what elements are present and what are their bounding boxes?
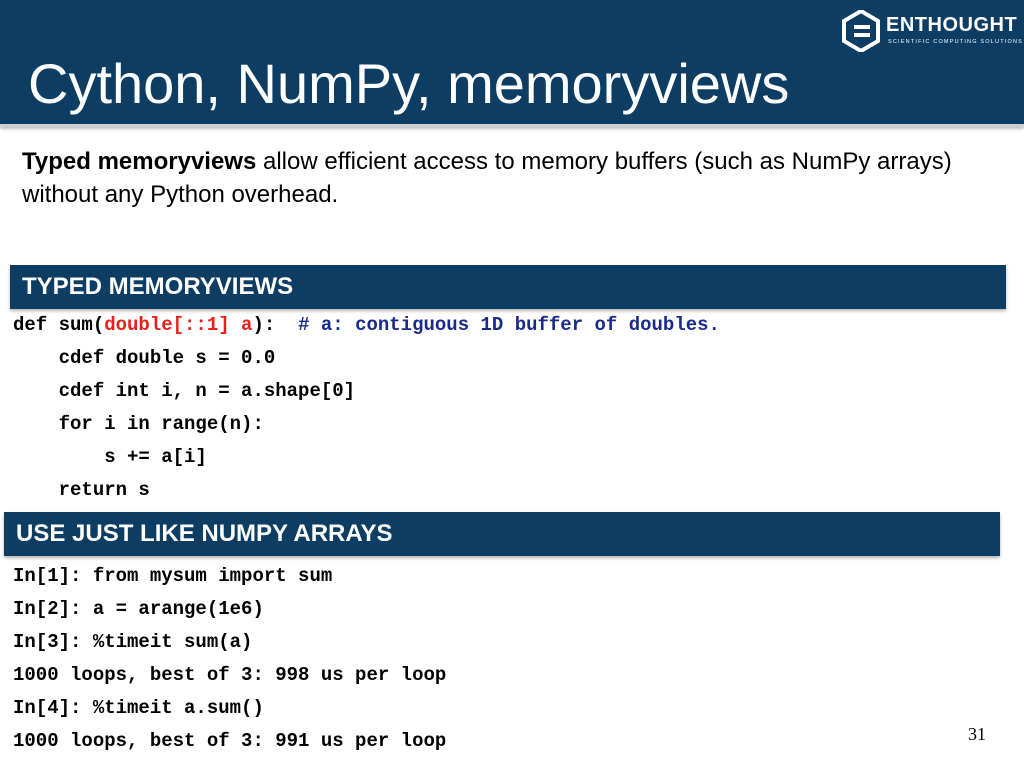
slide-header: Cython, NumPy, memoryviews ENTHOUGHT SCI… xyxy=(0,0,1024,127)
code-block-memoryview: def sum(double[::1] a): # a: contiguous … xyxy=(13,309,720,507)
logo-tagline: SCIENTIFIC COMPUTING SOLUTIONS xyxy=(888,39,1024,45)
intro-paragraph: Typed memoryviews allow efficient access… xyxy=(22,145,982,211)
section-heading-typed-memoryviews: TYPED MEMORYVIEWS xyxy=(10,265,1006,309)
code-comment: # a: contiguous 1D buffer of doubles. xyxy=(298,314,720,336)
code-line: for i in range(n): xyxy=(13,413,264,435)
code-def: def sum( xyxy=(13,314,105,336)
code-line: 1000 loops, best of 3: 991 us per loop xyxy=(13,730,447,752)
code-line: In[2]: a = arange(1e6) xyxy=(13,598,264,620)
logo-wordmark: ENTHOUGHT xyxy=(886,14,1018,36)
section-heading-label: TYPED MEMORYVIEWS xyxy=(22,273,294,300)
enthought-logo: ENTHOUGHT SCIENTIFIC COMPUTING SOLUTIONS xyxy=(842,10,1022,52)
code-argument: double[::1] a xyxy=(104,314,253,336)
code-line: In[4]: %timeit a.sum() xyxy=(13,697,264,719)
code-line: return s xyxy=(13,479,150,501)
code-line: cdef double s = 0.0 xyxy=(13,347,276,369)
section-heading-label: USE JUST LIKE NUMPY ARRAYS xyxy=(16,520,393,547)
intro-bold-term: Typed memoryviews xyxy=(22,148,257,175)
code-line: In[1]: from mysum import sum xyxy=(13,565,333,587)
enthought-e-icon xyxy=(842,10,880,52)
code-line: 1000 loops, best of 3: 998 us per loop xyxy=(13,664,447,686)
page-number: 31 xyxy=(968,724,986,744)
code-block-ipython-session: In[1]: from mysum import sum In[2]: a = … xyxy=(13,560,446,758)
slide-title: Cython, NumPy, memoryviews xyxy=(28,52,790,115)
code-line: In[3]: %timeit sum(a) xyxy=(13,631,253,653)
code-line: cdef int i, n = a.shape[0] xyxy=(13,380,356,402)
code-line: s += a[i] xyxy=(13,446,207,468)
code-line: def sum(double[::1] a): # a: contiguous … xyxy=(13,309,720,342)
intro-text: allow efficient access to memory buffers… xyxy=(22,148,952,208)
section-heading-numpy-arrays: USE JUST LIKE NUMPY ARRAYS xyxy=(4,512,1000,556)
code-def-close: ): xyxy=(252,314,299,336)
